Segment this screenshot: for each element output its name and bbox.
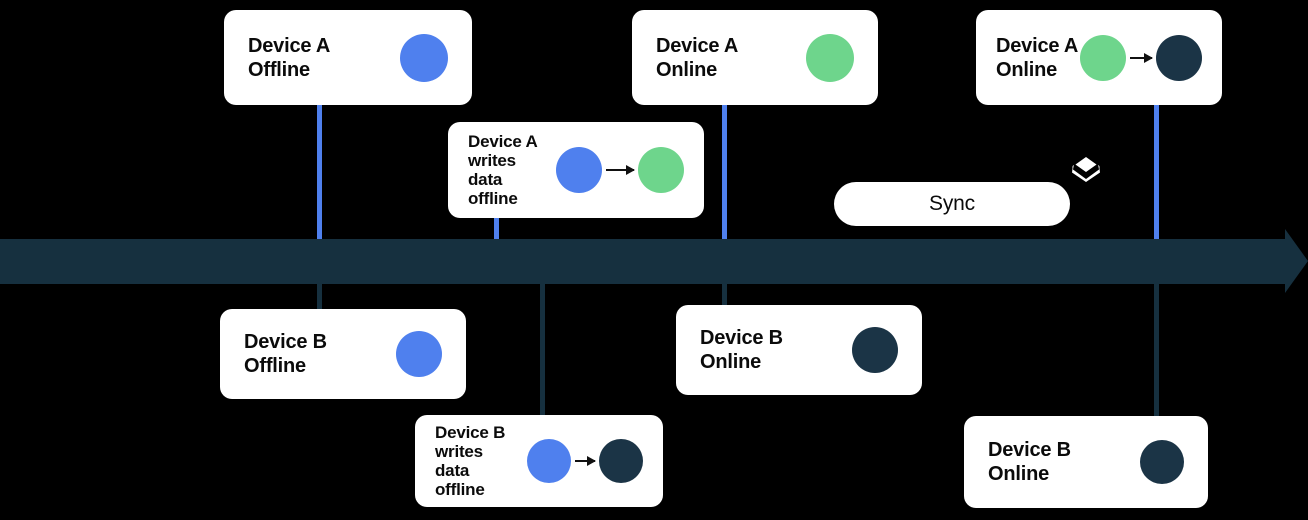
card-visual [527,439,643,483]
card-device-a-writes-data-offline[interactable]: Device A writes data offline [448,122,704,218]
status-dot-navy [1140,440,1184,484]
connector-device-a-offline [317,100,322,242]
card-label: Device A writes data offline [468,132,538,208]
card-visual [852,327,898,373]
card-device-b-online-synced[interactable]: Device B Online [964,416,1208,508]
card-device-b-writes-data-offline[interactable]: Device B writes data offline [415,415,663,507]
card-label: Device B Offline [244,331,327,377]
status-dot-green [638,147,684,193]
card-visual [1080,34,1202,81]
status-dot-navy [852,327,898,373]
card-visual [396,331,442,377]
card-device-b-online[interactable]: Device B Online [676,305,922,395]
status-dot-blue [527,439,571,483]
timeline-arrow-icon [1285,229,1308,293]
card-device-a-online-synced[interactable]: Device A Online [976,10,1222,105]
status-dot-navy [599,439,643,483]
status-dot-blue [400,33,448,82]
transition-arrow-icon [575,456,596,466]
card-visual [400,33,448,82]
card-device-a-online[interactable]: Device A Online [632,10,878,105]
status-dot-blue [556,147,602,193]
status-dot-green [1080,34,1126,81]
transition-arrow-icon [606,165,635,175]
sync-label: Sync [929,192,975,215]
card-label: Device B Online [700,327,783,373]
sync-button[interactable]: Sync [834,182,1070,226]
timeline-axis [0,239,1285,284]
connector-device-b-online [722,281,727,310]
connector-device-a-online [722,100,727,242]
card-label: Device A Online [996,34,1079,81]
status-dot-blue [396,331,442,377]
card-visual [1140,440,1184,484]
card-label: Device A Offline [248,34,331,81]
status-dot-green [806,33,854,82]
card-device-a-offline[interactable]: Device A Offline [224,10,472,105]
status-dot-navy [1156,34,1202,81]
card-visual [556,147,684,193]
connector-device-b-writes-data-offline [540,281,545,421]
card-label: Device A Online [656,34,739,81]
card-visual [806,33,854,82]
card-label: Device B Online [988,439,1071,485]
connector-device-b-online-synced [1154,281,1159,421]
connector-device-a-writes-data-offline [494,216,499,242]
connector-device-b-offline [317,281,322,314]
connector-device-a-online-synced [1154,100,1159,242]
transition-arrow-icon [1130,52,1153,63]
card-label: Device B writes data offline [435,423,506,499]
layers-icon [1068,152,1104,188]
card-device-b-offline[interactable]: Device B Offline [220,309,466,399]
